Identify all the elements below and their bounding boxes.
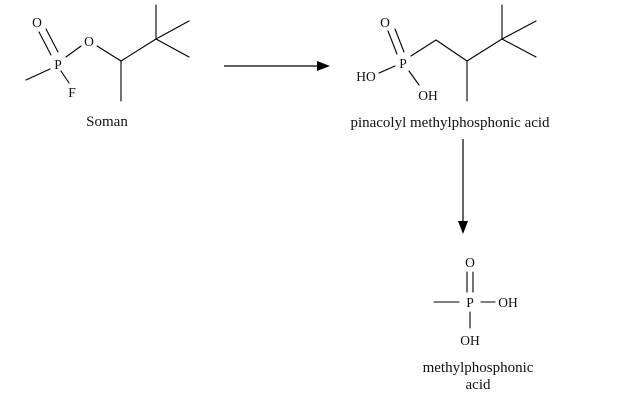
soman-atom-o-double: O: [32, 15, 42, 30]
mpa-caption-line2: acid: [466, 377, 491, 393]
reaction-arrow-right: [224, 61, 330, 71]
pinacolyl-bond-cq-methyl-downright: [501, 38, 537, 58]
structure-pinacolyl-mpa: O HO P OH pinacolyl methylphosphonic aci…: [350, 4, 550, 131]
soman-bond-p-methyl: [25, 68, 51, 81]
mpa-caption-line1: methylphosphonic: [423, 360, 534, 376]
soman-bond-p-doubleo-1: [38, 31, 52, 56]
soman-caption: Soman: [86, 114, 128, 130]
soman-bond-p-doubleo-2: [45, 28, 59, 53]
pinacolyl-atom-p: P: [399, 56, 407, 71]
mpa-atom-o-double: O: [465, 255, 475, 270]
pinacolyl-bond-ho-p: [378, 65, 396, 74]
structure-mpa: O P OH OH methylphosphonic acid: [423, 255, 534, 393]
soman-atom-f: F: [68, 85, 76, 100]
mpa-atom-p: P: [466, 295, 474, 310]
mpa-atom-oh-bottom: OH: [460, 333, 480, 348]
soman-bond-cq-methyl-downright: [155, 38, 190, 58]
soman-bond-o-ch: [96, 45, 122, 62]
pinacolyl-bond-p-ch2: [410, 39, 437, 57]
pinacolyl-bond-ch2-ch: [435, 39, 468, 62]
soman-bond-cq-methyl-upright: [155, 20, 190, 40]
pinacolyl-bond-cq-methyl-upright: [501, 20, 537, 40]
reaction-arrow-down: [458, 139, 468, 234]
pinacolyl-bond-p-oh: [408, 70, 420, 86]
pinacolyl-atom-o-double: O: [380, 15, 390, 30]
pinacolyl-bond-ch-cq: [466, 38, 503, 62]
pinacolyl-atom-oh: OH: [418, 88, 438, 103]
reaction-arrow-right-head: [317, 61, 330, 71]
pinacolyl-atom-ho: HO: [356, 69, 376, 84]
soman-atom-o-ester: O: [84, 34, 94, 49]
soman-bond-ch-cq: [120, 38, 157, 62]
soman-bond-p-oester: [65, 45, 82, 58]
mpa-atom-oh-right: OH: [498, 295, 518, 310]
pinacolyl-bond-p-doubleo-1: [387, 30, 398, 55]
soman-atom-p: P: [54, 57, 62, 72]
pinacolyl-caption: pinacolyl methylphosphonic acid: [350, 115, 550, 131]
soman-bond-p-f: [60, 70, 70, 84]
pinacolyl-bond-p-doubleo-2: [394, 28, 405, 53]
structure-soman: O O P F Soman: [25, 4, 190, 130]
reaction-arrow-down-head: [458, 221, 468, 234]
